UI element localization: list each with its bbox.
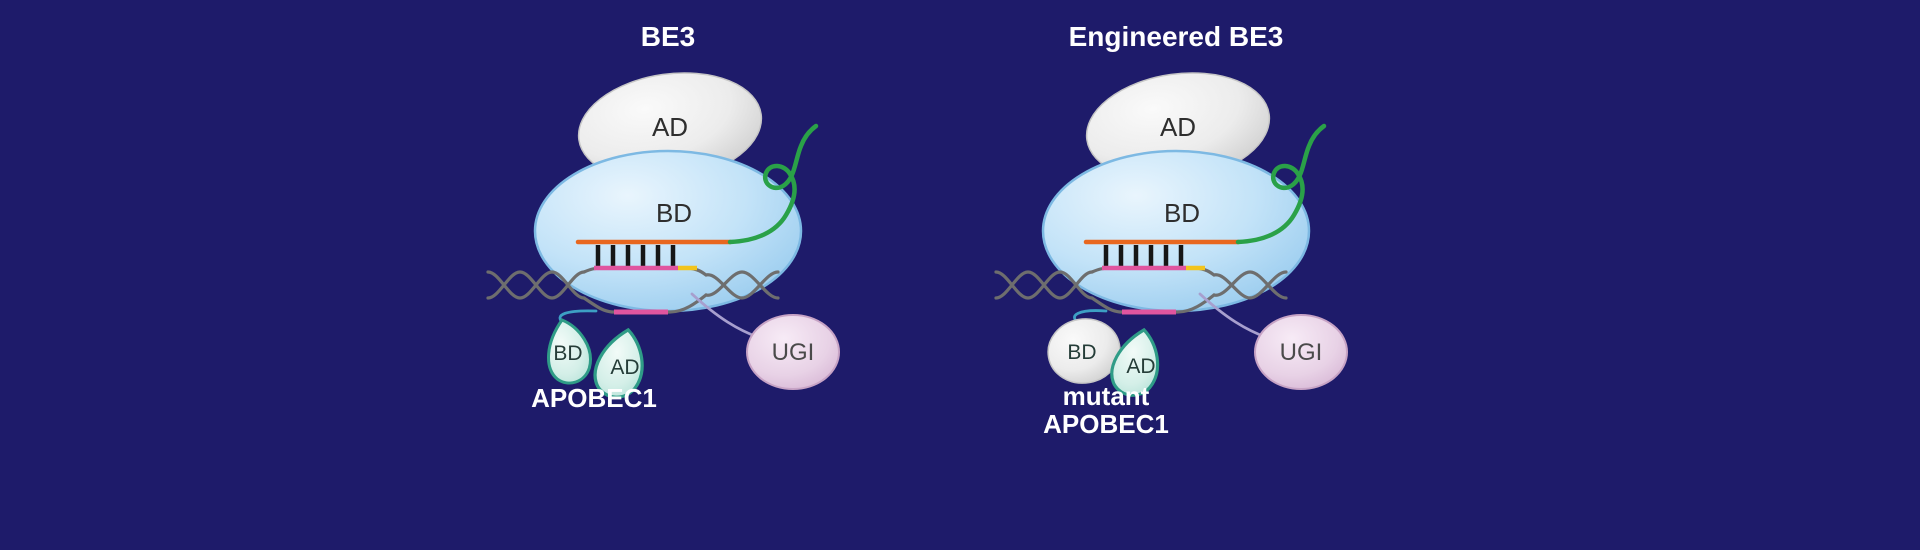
apobec-caption-line1: APOBEC1 <box>531 383 657 413</box>
ugi-label: UGI <box>1280 339 1323 366</box>
apobec-ad-leaf-be3 <box>593 327 644 399</box>
dna-helix-right-strand-a <box>1212 270 1288 300</box>
dna-helix-right-strand-b <box>1212 270 1288 300</box>
cas9-ad-label: AD <box>652 112 688 142</box>
cas9-bd-label: BD <box>1164 198 1200 228</box>
apobec-ad-label: AD <box>1126 355 1155 378</box>
apobec-ad-label: AD <box>610 356 639 379</box>
apobec-bd-mutant-egg <box>1047 318 1121 384</box>
apobec-bd-label: BD <box>1067 341 1096 364</box>
dna-helix-right-strand-b <box>704 270 780 300</box>
panel-title-engineered-be3: Engineered BE3 <box>1069 21 1284 52</box>
basepair-teeth <box>595 245 676 267</box>
sgrna-scaffold-loop <box>1235 123 1327 245</box>
panel-be3: BE3 <box>486 21 840 413</box>
apobec-caption-line2: APOBEC1 <box>1043 409 1169 439</box>
dna-helix-right-strand-a <box>704 270 780 300</box>
sgrna-scaffold-loop <box>727 123 819 245</box>
cas9-ad-label: AD <box>1160 112 1196 142</box>
dna-helix-left-strand-b <box>994 270 1094 300</box>
dna-helix-left-strand-b <box>486 270 586 300</box>
apobec-bd-label: BD <box>553 342 582 365</box>
ugi-blob-eng <box>1254 314 1348 390</box>
panel-title-be3: BE3 <box>641 21 695 52</box>
apobec-ad-leaf-eng <box>1110 327 1160 397</box>
cas9-bd-label: BD <box>656 198 692 228</box>
panel-engineered-be3: Engineered BE3 AD BD BD AD UGI mutant AP… <box>994 21 1348 439</box>
basepair-teeth <box>1103 245 1184 267</box>
apobec-caption-line1: mutant <box>1063 381 1150 411</box>
ugi-label: UGI <box>772 339 815 366</box>
ugi-blob-be3 <box>746 314 840 390</box>
apobec-bd-leaf-be3 <box>547 318 592 385</box>
